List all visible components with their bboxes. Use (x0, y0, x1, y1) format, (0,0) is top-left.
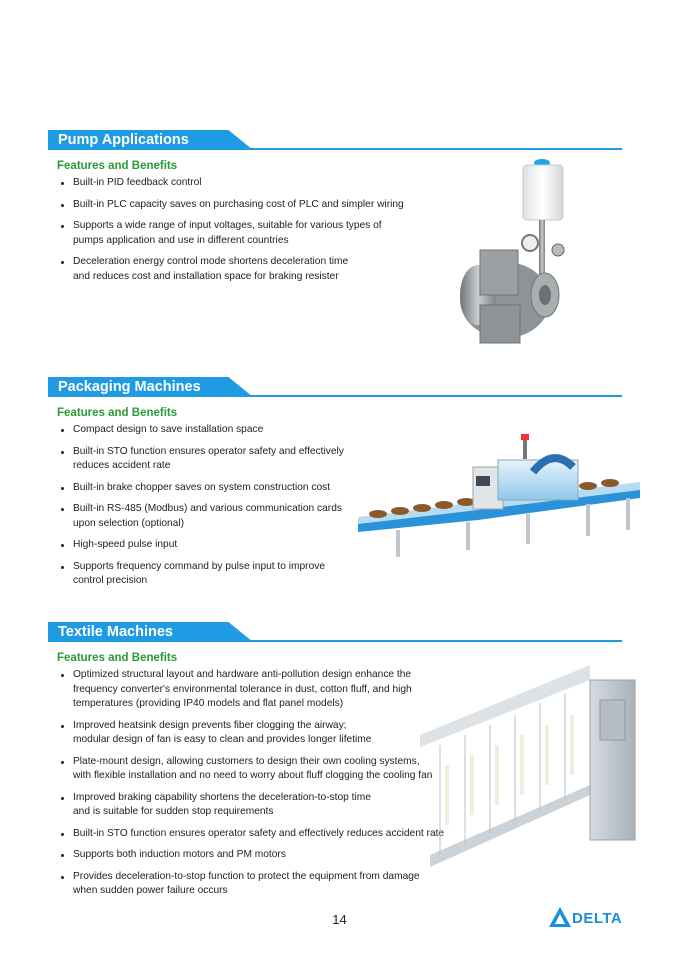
feature-item: Built-in RS-485 (Modbus) and various com… (57, 502, 622, 531)
feature-list: Optimized structural layout and hardware… (48, 668, 622, 899)
feature-item: Built-in brake chopper saves on system c… (57, 481, 622, 496)
brand-wordmark: DELTA (572, 910, 623, 927)
feature-list: Built-in PID feedback control Built-in P… (48, 176, 622, 284)
delta-triangle-icon (549, 907, 571, 927)
section-header-tab (48, 622, 253, 642)
feature-item: Compact design to save installation spac… (57, 423, 622, 438)
feature-item: Improved braking capability shortens the… (57, 791, 622, 820)
section-packaging-machines: Packaging Machines Features and Benefits… (48, 377, 622, 596)
features-subheading: Features and Benefits (57, 160, 178, 172)
feature-item: Built-in PLC capacity saves on purchasin… (57, 198, 622, 213)
section-header-band: Pump Applications (48, 130, 622, 150)
section-title: Pump Applications (58, 132, 189, 148)
feature-item: Supports both induction motors and PM mo… (57, 848, 622, 863)
section-header-tab (48, 377, 253, 397)
section-pump-applications: Pump Applications Features and Benefits … (48, 130, 622, 291)
feature-item: Improved heatsink design prevents fiber … (57, 719, 622, 748)
section-title: Textile Machines (58, 624, 173, 640)
feature-item: Built-in STO function ensures operator s… (57, 827, 622, 842)
delta-logo: DELTA (548, 904, 636, 930)
section-header-tab (48, 130, 253, 150)
section-title: Packaging Machines (58, 379, 201, 395)
section-header-band: Textile Machines (48, 622, 622, 642)
packaging-machine-illustration (358, 434, 640, 557)
feature-item: Built-in STO function ensures operator s… (57, 445, 622, 474)
feature-list: Compact design to save installation spac… (48, 423, 622, 589)
feature-item: Provides deceleration-to-stop function t… (57, 870, 622, 899)
pump-illustration (460, 159, 565, 344)
feature-item: High-speed pulse input (57, 538, 622, 553)
page-number: 14 (332, 912, 347, 927)
section-header-rule (48, 640, 622, 642)
section-header-rule (48, 148, 622, 150)
features-subheading: Features and Benefits (57, 407, 178, 419)
features-subheading: Features and Benefits (57, 652, 178, 664)
feature-item: Built-in PID feedback control (57, 176, 622, 191)
section-header-rule (48, 395, 622, 397)
feature-item: Deceleration energy control mode shorten… (57, 255, 622, 284)
textile-machine-illustration (420, 665, 636, 867)
feature-item: Supports a wide range of input voltages,… (57, 219, 622, 248)
feature-item: Supports frequency command by pulse inpu… (57, 560, 622, 589)
feature-item: Optimized structural layout and hardware… (57, 668, 622, 712)
section-header-band: Packaging Machines (48, 377, 622, 397)
section-textile-machines: Textile Machines Features and Benefits O… (48, 622, 622, 906)
feature-item: Plate-mount design, allowing customers t… (57, 755, 622, 784)
